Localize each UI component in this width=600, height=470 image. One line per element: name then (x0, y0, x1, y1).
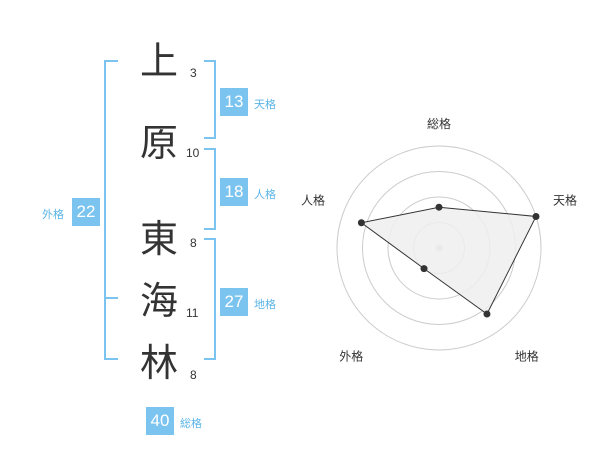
radar-axis-label-0: 総格 (427, 116, 451, 131)
gaikaku-bracket-tick (104, 297, 118, 299)
char-5-strokes: 8 (190, 368, 197, 382)
char-4-strokes: 11 (186, 306, 199, 320)
char-3: 東 (140, 217, 179, 261)
jinkaku-bracket (204, 148, 216, 230)
char-2: 原 (140, 121, 179, 165)
soukaku-badge: 40 (146, 407, 174, 435)
radar-point-2 (483, 310, 491, 318)
radar-point-3 (420, 265, 428, 273)
radar-ring-4 (336, 145, 542, 351)
radar-axis-label-4: 人格 (301, 192, 325, 207)
jinkaku-label: 人格 (254, 188, 276, 201)
char-2-strokes: 10 (186, 146, 200, 160)
char-3-strokes: 8 (190, 236, 197, 250)
char-5: 林 (140, 341, 179, 385)
radar-point-0 (435, 203, 443, 211)
soukaku-label: 総格 (180, 417, 202, 430)
tenkaku-badge: 13 (220, 88, 248, 116)
char-1-strokes: 3 (190, 66, 197, 80)
tenkaku-label: 天格 (254, 98, 276, 111)
radar-series (357, 203, 540, 318)
chikaku-bracket (204, 238, 216, 360)
radar-point-4 (357, 219, 365, 227)
gaikaku-label: 外格 (42, 208, 64, 221)
chikaku-badge: 27 (220, 288, 248, 316)
char-4: 海 (140, 279, 179, 323)
chikaku-label: 地格 (254, 298, 276, 311)
radar-polygon (360, 206, 537, 315)
jinkaku-badge: 18 (220, 178, 248, 206)
gaikaku-badge: 22 (72, 198, 100, 226)
tenkaku-bracket (204, 60, 216, 139)
radar-point-1 (532, 212, 540, 220)
char-1: 上 (140, 39, 179, 83)
gaikaku-bracket (104, 60, 118, 360)
radar-axis-label-1: 天格 (553, 192, 577, 207)
radar-axis-label-3: 外格 (339, 349, 363, 364)
radar-axis-label-2: 地格 (515, 349, 539, 364)
